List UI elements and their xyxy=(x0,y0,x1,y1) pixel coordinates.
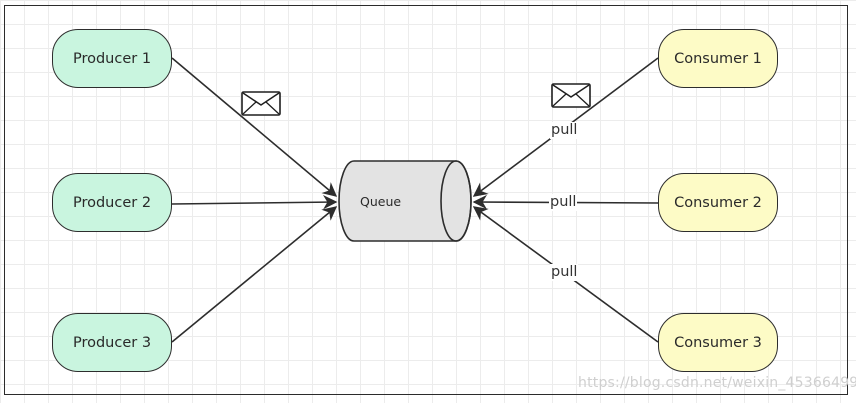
envelope-icon xyxy=(551,83,591,108)
consumer-3-node: Consumer 3 xyxy=(658,313,778,372)
producer-1-label: Producer 1 xyxy=(72,50,152,67)
consumer-1-label: Consumer 1 xyxy=(674,50,762,67)
producer-1-node: Producer 1 xyxy=(52,29,172,88)
consumer-2-label: Consumer 2 xyxy=(674,194,762,211)
queue-label: Queue xyxy=(360,194,402,209)
edge-producer2-queue xyxy=(171,194,338,210)
producer-2-node: Producer 2 xyxy=(52,173,172,232)
pull-label-3: pull xyxy=(550,264,579,281)
envelope-icon xyxy=(241,91,281,116)
pull-label-2: pull xyxy=(549,194,578,211)
pull-label-1: pull xyxy=(550,122,579,139)
watermark-text: https://blog.csdn.net/weixin_45366499 xyxy=(578,375,856,391)
edge-producer3-queue xyxy=(171,206,338,343)
queue-cylinder xyxy=(338,160,472,242)
producer-3-label: Producer 3 xyxy=(72,334,152,351)
consumer-2-node: Consumer 2 xyxy=(658,173,778,232)
consumer-1-node: Consumer 1 xyxy=(658,29,778,88)
producer-3-node: Producer 3 xyxy=(52,313,172,372)
diagram-frame xyxy=(4,5,848,395)
producer-2-label: Producer 2 xyxy=(72,194,152,211)
edge-producer1-queue xyxy=(171,57,338,197)
consumer-3-label: Consumer 3 xyxy=(674,334,762,351)
